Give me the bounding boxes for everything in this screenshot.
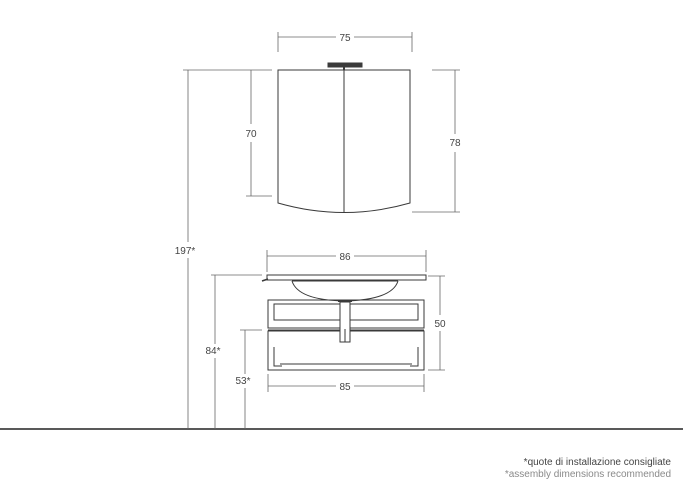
bottom-drawer-handle-right xyxy=(410,347,419,367)
basin-bowl xyxy=(291,280,399,302)
label-basin-width: 86 xyxy=(339,252,351,263)
dimension-cabinet-height xyxy=(428,275,445,371)
label-cabinet-height: 50 xyxy=(434,319,446,330)
label-mirror-height: 70 xyxy=(245,129,257,140)
mirror-outline xyxy=(277,69,411,213)
basin-top xyxy=(266,274,427,281)
note-english: *assembly dimensions recommended xyxy=(504,469,671,480)
label-basin-top-height: 84* xyxy=(205,346,220,357)
dimension-basin-width xyxy=(266,250,427,272)
dimension-cabinet-width xyxy=(267,374,425,392)
bottom-drawer-handle-left xyxy=(273,347,282,367)
dimension-mirror-height-total xyxy=(412,69,460,213)
label-mirror-width: 75 xyxy=(339,33,351,44)
label-overall-height: 197* xyxy=(175,246,196,257)
vanity-unit xyxy=(261,274,427,371)
dimension-mirror-height xyxy=(246,69,272,197)
dimension-overall-height xyxy=(183,69,246,429)
dimension-mirror-width xyxy=(277,32,413,52)
dimension-cabinet-bottom-height xyxy=(240,329,262,429)
dimension-basin-top-height xyxy=(211,274,262,429)
drawer-front-label xyxy=(276,309,316,319)
mirror-lamp xyxy=(327,62,363,68)
label-cabinet-width: 85 xyxy=(339,382,351,393)
faucet xyxy=(261,278,269,282)
mirror-cabinet xyxy=(277,62,411,213)
label-mirror-height-total: 78 xyxy=(449,138,461,149)
note-italian: *quote di installazione consigliate xyxy=(523,457,671,468)
label-cabinet-bottom-height: 53* xyxy=(235,376,250,387)
